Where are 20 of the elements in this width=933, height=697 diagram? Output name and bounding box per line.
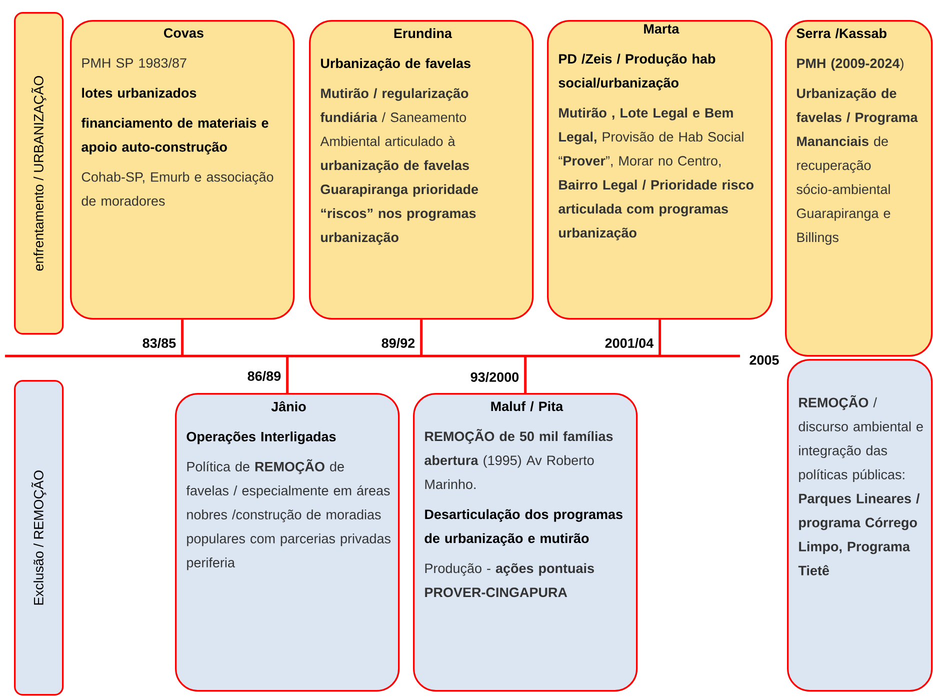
event-box: Maluf / Pita REMOÇÃO de 50 mil famílias abertura (1995) Av Roberto Marinho. Desarticulação dos programas de urbanização e mutirão Produção - ações pontuais PROVER-CINGAPURA [413,393,638,692]
connector [420,320,423,356]
side-band: Exclusão / REMOÇÃO [14,380,64,696]
year-label: 2005 [750,355,779,365]
connector [181,320,184,356]
connector [524,356,527,393]
year-label: 2001/04 [605,338,654,348]
year-label: 93/2000 [470,372,519,382]
event-box: Jânio Operações Interligadas Política de REMOÇÃO de favelas / especialmente em áreas nobres /construção de moradias populares com parcerias privadas periferia [175,393,400,692]
event-box: Serra /Kassab PMH (2009-2024) Urbanização de favelas / Programa Mananciais de recuperação sócio-ambiental Guarapiranga e Billings [785,20,933,357]
event-box: Covas PMH SP 1983/87 lotes urbanizados financiamento de materiais e apoio auto-construção Cohab-SP, Emurb e associação de moradores [70,20,295,320]
event-box: REMOÇÃO / discurso ambiental e integração das políticas públicas: Parques Lineares / programa Córrego Limpo, Programa Tietê [787,359,933,692]
connector [658,320,662,356]
side-band: enfrentamento / URBANIZAÇÃO [14,12,64,335]
event-box: Marta PD /Zeis / Produção hab social/urbanização Mutirão , Lote Legal e Bem Legal, Provisão de Hab Social “Prover”, Morar no Centro, Bairro Legal / Prioridade risco articulada com programas urbanização [547,20,773,320]
connector [286,356,289,393]
event-box: Erundina Urbanização de favelas Mutirão / regularização fundiária / Saneamento Ambiental articulado à urbanização de favelas Guarapiranga prioridade “riscos” nos programas urbanização [309,20,534,320]
year-label: 86/89 [248,370,281,382]
year-label: 89/92 [382,338,415,348]
year-label: 83/85 [142,338,176,348]
